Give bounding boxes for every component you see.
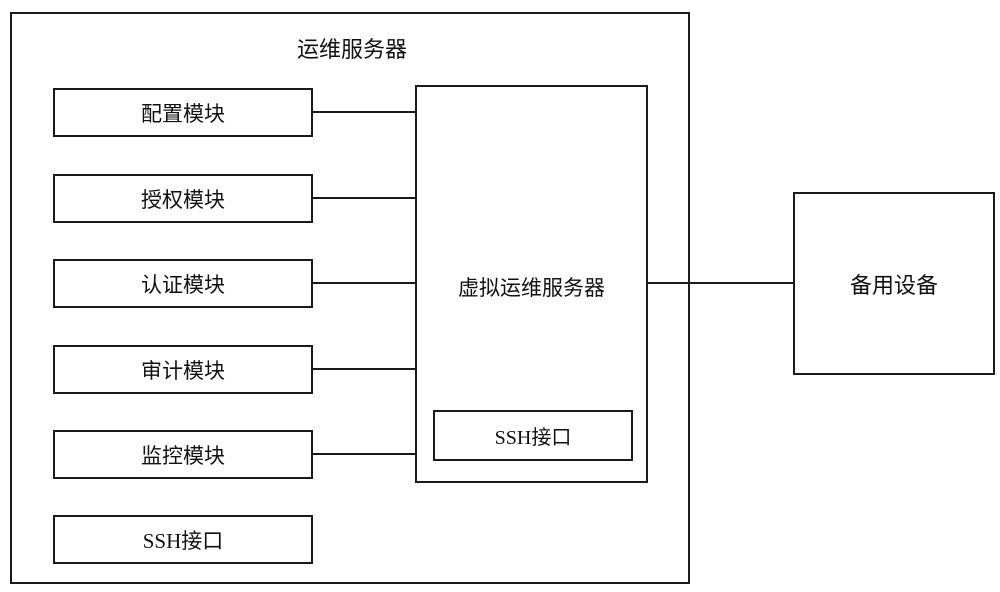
ssh-interface-sub-box: SSH接口	[433, 410, 633, 461]
connector-authentication-to-center	[313, 282, 415, 284]
virtual-ops-server-box: 虚拟运维服务器 SSH接口	[415, 85, 648, 483]
module-label-audit: 审计模块	[141, 358, 225, 383]
connector-config-to-center	[313, 111, 415, 113]
backup-device-label: 备用设备	[849, 272, 938, 298]
module-label-authentication: 认证模块	[141, 272, 225, 297]
module-label-authorization: 授权模块	[141, 187, 225, 212]
ssh-interface-sub-label: SSH接口	[494, 427, 572, 449]
connector-audit-to-center	[313, 368, 415, 370]
module-box-ssh-interface: SSH接口	[53, 515, 313, 564]
module-box-authorization: 授权模块	[53, 174, 313, 223]
module-label-ssh-interface: SSH接口	[142, 528, 224, 553]
module-box-config: 配置模块	[53, 88, 313, 137]
connector-center-to-backup-device	[648, 282, 793, 284]
module-label-config: 配置模块	[141, 101, 225, 126]
virtual-ops-server-label: 虚拟运维服务器	[458, 276, 605, 300]
connector-monitoring-to-center	[313, 453, 415, 455]
module-box-authentication: 认证模块	[53, 259, 313, 308]
module-box-monitoring: 监控模块	[53, 430, 313, 479]
ops-server-title: 运维服务器	[296, 37, 407, 62]
module-label-monitoring: 监控模块	[141, 443, 225, 468]
module-box-audit: 审计模块	[53, 345, 313, 394]
connector-authorization-to-center	[313, 197, 415, 199]
backup-device-box: 备用设备	[793, 192, 995, 375]
